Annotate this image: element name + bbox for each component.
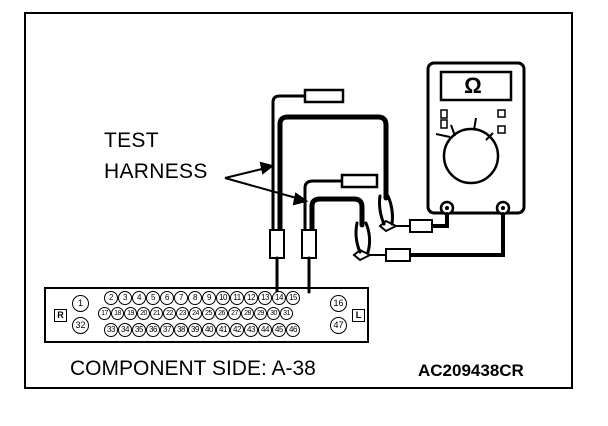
connector-pin: 6 — [160, 291, 174, 305]
connector-pin: 33 — [104, 323, 118, 337]
connector-pin: 10 — [216, 291, 230, 305]
pin-right-top: 16 — [330, 295, 347, 312]
connector-pin: 38 — [174, 323, 188, 337]
test-label: TEST — [104, 129, 159, 152]
connector-pin: 43 — [244, 323, 258, 337]
connector-pin: 5 — [146, 291, 160, 305]
connector-pin: 15 — [286, 291, 300, 305]
connector-pin: 42 — [230, 323, 244, 337]
connector-pin: 24 — [189, 307, 202, 320]
connector-pin: 11 — [230, 291, 244, 305]
connector-pin: 9 — [202, 291, 216, 305]
connector-pin: 4 — [132, 291, 146, 305]
ohm-symbol: Ω — [464, 73, 482, 98]
figure-code: AC209438CR — [418, 361, 524, 380]
connector-pin: 2 — [104, 291, 118, 305]
connector-pin: 26 — [215, 307, 228, 320]
pin-left-bottom: 32 — [72, 317, 89, 334]
left-marker: R — [54, 309, 67, 322]
connector-pin: 27 — [228, 307, 241, 320]
connector-pin: 8 — [188, 291, 202, 305]
connector-pin: 44 — [258, 323, 272, 337]
connector-pin: 34 — [118, 323, 132, 337]
connector-pin: 46 — [286, 323, 300, 337]
multimeter — [426, 61, 526, 216]
connector-pin: 36 — [146, 323, 160, 337]
right-marker: L — [352, 309, 365, 322]
connector-pin: 13 — [258, 291, 272, 305]
connector-pin: 40 — [202, 323, 216, 337]
connector-pin: 31 — [280, 307, 293, 320]
connector-pin: 37 — [160, 323, 174, 337]
connector-pin: 17 — [98, 307, 111, 320]
pin-left-top: 1 — [72, 295, 89, 312]
connector-pin: 14 — [272, 291, 286, 305]
connector-pin: 19 — [124, 307, 137, 320]
connector-pin: 20 — [137, 307, 150, 320]
connector-pin: 12 — [244, 291, 258, 305]
connector-pin: 25 — [202, 307, 215, 320]
harness-leader-arrows — [224, 161, 309, 206]
connector-pin: 35 — [132, 323, 146, 337]
test-harness-wires — [269, 88, 389, 294]
connector-pin: 23 — [176, 307, 189, 320]
connector-pin: 21 — [150, 307, 163, 320]
harness-label: HARNESS — [104, 160, 208, 183]
connector-pin: 45 — [272, 323, 286, 337]
meter-leads — [352, 194, 505, 262]
connector-pin: 7 — [174, 291, 188, 305]
connector-pin: 41 — [216, 323, 230, 337]
connector-pin: 29 — [254, 307, 267, 320]
pin-right-bottom: 47 — [330, 317, 347, 334]
connector-pin: 3 — [118, 291, 132, 305]
component-side-caption: COMPONENT SIDE: A-38 — [70, 357, 316, 380]
connector-pin: 28 — [241, 307, 254, 320]
connector-pin: 39 — [188, 323, 202, 337]
connector-pin: 22 — [163, 307, 176, 320]
connector-pin: 30 — [267, 307, 280, 320]
connector-pin: 18 — [111, 307, 124, 320]
